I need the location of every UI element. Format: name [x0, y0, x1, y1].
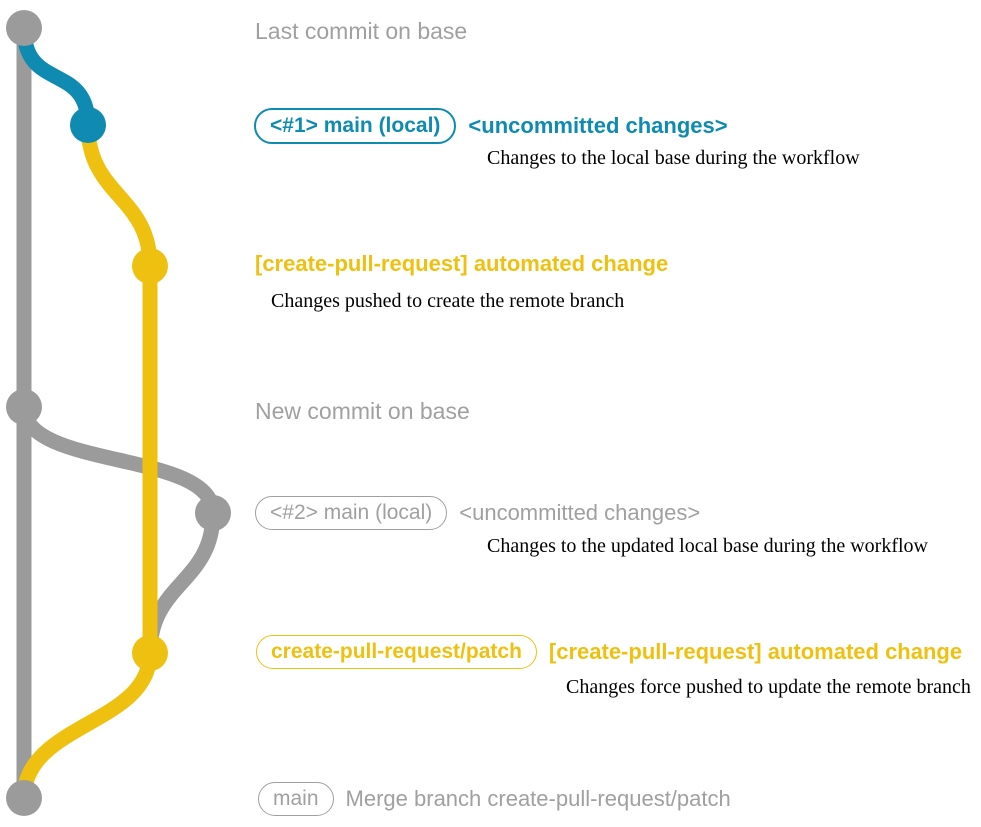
branch-badge-main-local-1[interactable]: <#1> main (local): [254, 108, 457, 144]
commit-description-3: Changes to the updated local base during…: [487, 535, 928, 557]
commit-node-local-1[interactable]: [70, 107, 106, 143]
edge-base-to-local-1: [16, 20, 96, 133]
commit-row-2: [create-pull-request] automated change: [255, 253, 668, 275]
commit-subject-2: [create-pull-request] automated change: [255, 251, 669, 276]
commit-row-1: <#1> main (local) <uncommitted changes>: [254, 108, 728, 144]
commit-description-2: Changes pushed to create the remote bran…: [271, 290, 625, 312]
commit-row-4: create-pull-request/patch [create-pull-r…: [256, 635, 962, 669]
commit-node-base-1[interactable]: [6, 10, 42, 46]
edge-base-2-to-local-2: [16, 399, 221, 521]
commit-node-base-3[interactable]: [6, 780, 42, 816]
label-last-commit-on-base: Last commit on base: [255, 18, 468, 44]
commit-subject-1: <uncommitted changes>: [468, 113, 728, 138]
commit-description-4: Changes force pushed to update the remot…: [566, 676, 971, 698]
branch-badge-create-pull-request-patch[interactable]: create-pull-request/patch: [256, 635, 537, 669]
commit-row-3: <#2> main (local) <uncommitted changes>: [255, 496, 700, 530]
branch-badge-main[interactable]: main: [258, 782, 334, 816]
commit-subject-3: <uncommitted changes>: [459, 500, 701, 525]
commit-subject-5: Merge branch create-pull-request/patch: [345, 786, 731, 811]
commit-node-local-2[interactable]: [195, 495, 231, 531]
commit-node-patch-1[interactable]: [132, 248, 168, 284]
commit-node-patch-2[interactable]: [132, 635, 168, 671]
edge-local-1-to-patch-1: [80, 117, 158, 274]
commit-node-base-2[interactable]: [6, 389, 42, 425]
label-new-commit-on-base: New commit on base: [255, 398, 470, 424]
edge-patch-2-to-base-3: [16, 645, 158, 806]
commit-description-1: Changes to the local base during the wor…: [487, 147, 860, 169]
edge-local-2-to-patch-2: [142, 505, 221, 661]
branch-badge-main-local-2[interactable]: <#2> main (local): [255, 496, 448, 530]
commit-subject-4: [create-pull-request] automated change: [548, 639, 963, 664]
commit-row-5: main Merge branch create-pull-request/pa…: [258, 782, 731, 816]
